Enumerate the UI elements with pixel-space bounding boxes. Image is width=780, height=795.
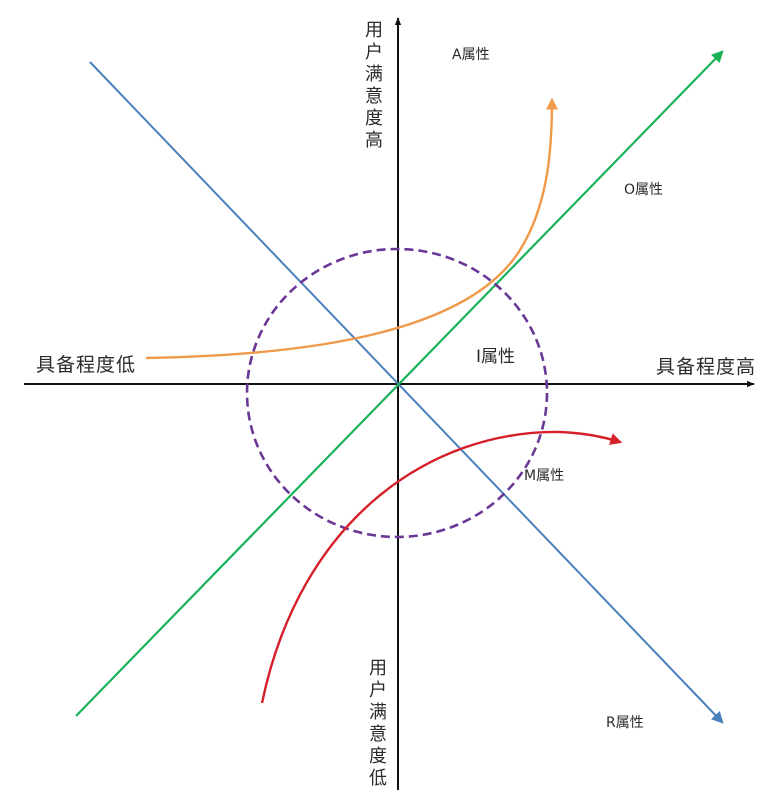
x-axis-high-label: 具备程度高 (656, 356, 757, 378)
o-attribute-label: O属性 (624, 182, 664, 198)
a-attribute-label: A属性 (452, 47, 490, 63)
r-attribute-label: R属性 (606, 715, 644, 731)
m-attribute-curve (260, 430, 623, 704)
x-axis-low-label: 具备程度低 (36, 354, 137, 376)
r-attribute-line (89, 61, 724, 724)
o-attribute-line (75, 50, 724, 717)
a-attribute-curve (145, 97, 558, 360)
y-axis-high-label: 用户满意度高 (365, 20, 383, 151)
y-axis-low-label: 用户满意度低 (369, 658, 387, 789)
i-attribute-circle (245, 247, 549, 539)
m-attribute-label: M属性 (524, 468, 565, 484)
i-attribute-label: I属性 (476, 347, 516, 367)
